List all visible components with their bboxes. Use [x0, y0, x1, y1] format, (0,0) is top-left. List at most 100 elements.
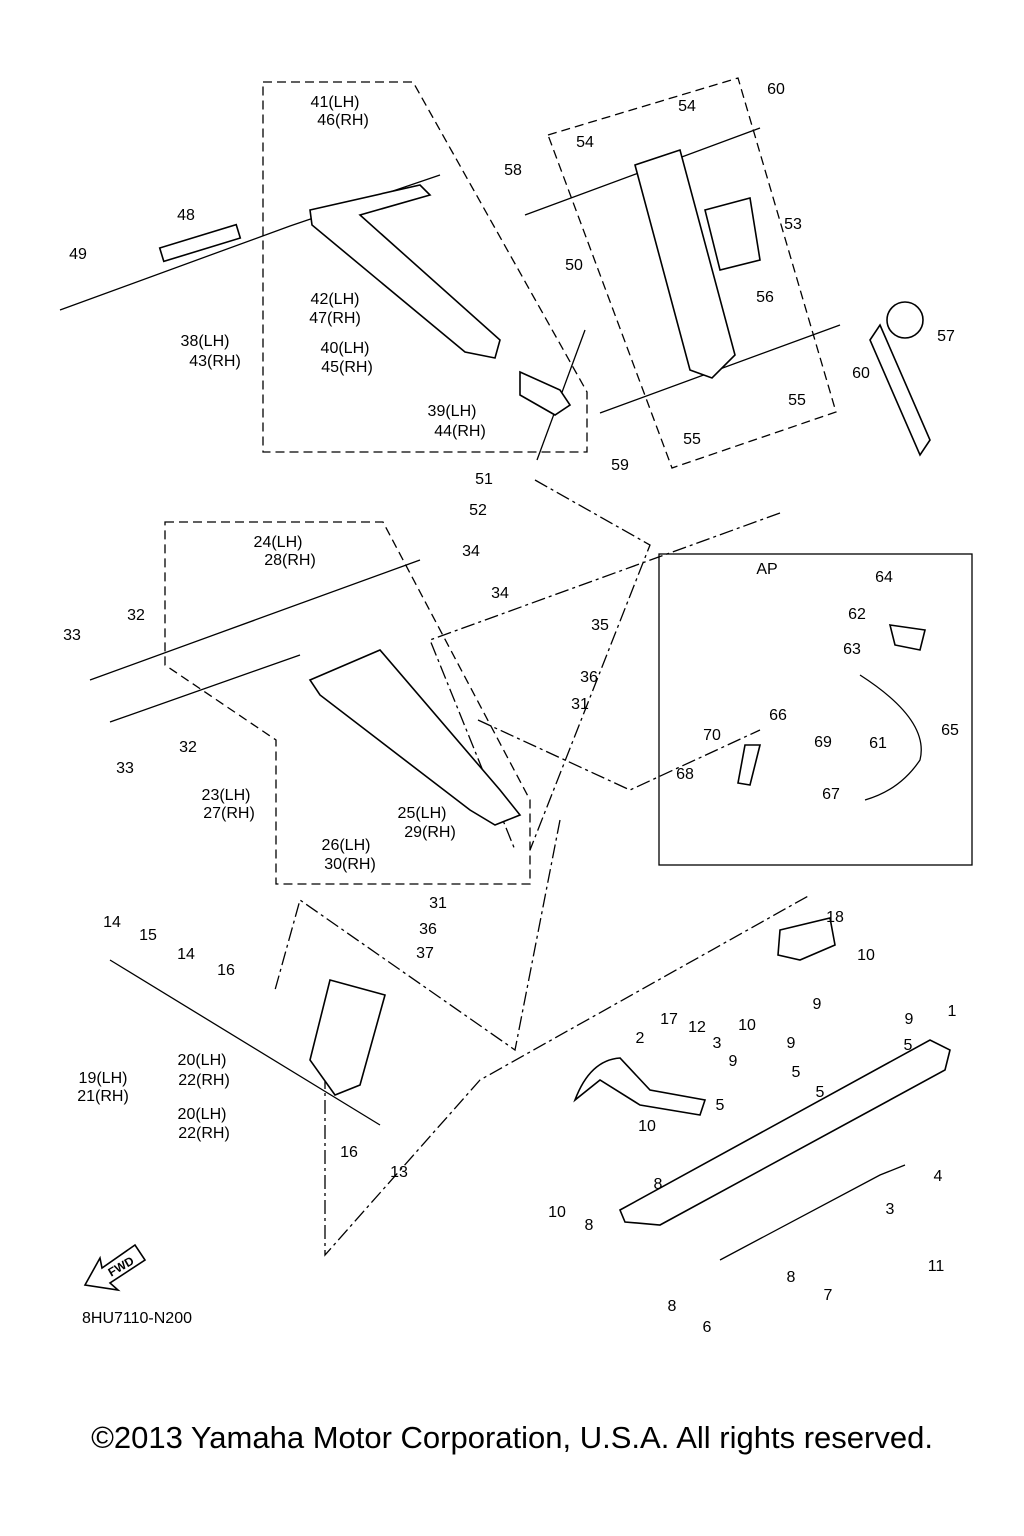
spindle [309, 979, 386, 1096]
shock-absorber [634, 148, 736, 379]
callout-label: 50 [565, 257, 583, 274]
callout-label: 45(RH) [321, 359, 373, 376]
callout-label: 10 [638, 1118, 656, 1135]
callout-label: 55 [788, 392, 806, 409]
callout-label: 60 [852, 365, 870, 382]
ski-stopper-18 [777, 917, 836, 961]
callout-label: 16 [340, 1144, 358, 1161]
callout-label: 5 [904, 1037, 913, 1054]
callout-label: 59 [611, 457, 629, 474]
callout-label: 4 [934, 1168, 943, 1185]
diagram-code: 8HU7110-N200 [82, 1310, 192, 1327]
callout-label: 36 [419, 921, 437, 938]
callout-label: 58 [504, 162, 522, 179]
callout-label: 8 [585, 1217, 594, 1234]
callout-label: 27(RH) [203, 805, 255, 822]
callout-label: 67 [822, 786, 840, 803]
callout-label: 69 [814, 734, 832, 751]
callout-label: 34 [491, 585, 509, 602]
callout-label: 6 [703, 1319, 712, 1336]
lower-a-arm [308, 649, 522, 826]
callout-label: 65 [941, 722, 959, 739]
lower-arm-group-box [164, 521, 531, 885]
callout-label: 1 [948, 1003, 957, 1020]
callout-label: 63 [843, 641, 861, 658]
callout-label: 53 [784, 216, 802, 233]
callout-label: 26(LH) [322, 837, 371, 854]
callout-label: 29(RH) [404, 824, 456, 841]
connector-line [477, 719, 761, 791]
ski-handle [573, 1057, 707, 1116]
callout-label: 30(RH) [324, 856, 376, 873]
callout-label: 8 [668, 1298, 677, 1315]
ball-joint [519, 370, 572, 416]
callout-label: 49 [69, 246, 87, 263]
callout-label: 56 [756, 289, 774, 306]
callout-label: 19(LH) [79, 1070, 128, 1087]
callout-label: 5 [816, 1084, 825, 1101]
callout-label: 31 [429, 895, 447, 912]
callout-label: 37 [416, 945, 434, 962]
fwd-arrow-icon: FWD [83, 1243, 147, 1292]
callout-label: 5 [716, 1097, 725, 1114]
callout-label: 55 [683, 431, 701, 448]
adjuster-57 [869, 323, 931, 457]
callout-label: 14 [177, 946, 195, 963]
callout-label: 7 [824, 1287, 833, 1304]
callout-label: 9 [905, 1011, 914, 1028]
callout-label: 8 [654, 1176, 663, 1193]
callout-label: 28(RH) [264, 552, 316, 569]
callout-label: 40(LH) [321, 340, 370, 357]
ski [618, 1039, 951, 1226]
axle-line [109, 959, 381, 1126]
callout-label: 22(RH) [178, 1125, 230, 1142]
connector-line [274, 819, 561, 1052]
callout-label: 44(RH) [434, 423, 486, 440]
ski-runner [719, 1164, 906, 1261]
shock-group-box [547, 77, 837, 469]
callout-label: 17 [660, 1011, 678, 1028]
tie-rod-61 [859, 674, 922, 801]
callout-label: 22(RH) [178, 1072, 230, 1089]
callout-label: 11 [928, 1258, 945, 1275]
callout-label: 31 [571, 696, 589, 713]
callout-label: 16 [217, 962, 235, 979]
callout-label: 39(LH) [428, 403, 477, 420]
callout-label: 54 [678, 98, 696, 115]
callout-label: 61 [869, 735, 887, 752]
callout-label: 68 [676, 766, 694, 783]
callout-labels: 41(LH)46(RH)484942(LH)47(RH)38(LH)43(RH)… [63, 81, 959, 1336]
ap-box [658, 553, 973, 866]
gauge-57 [886, 301, 924, 339]
axle-line [89, 559, 421, 681]
callout-label: 23(LH) [202, 787, 251, 804]
callout-label: 46(RH) [317, 112, 369, 129]
copyright: ©2013 Yamaha Motor Corporation, U.S.A. A… [91, 1420, 933, 1455]
callout-label: 36 [580, 669, 598, 686]
callout-label: 57 [937, 328, 955, 345]
callout-label: 32 [127, 607, 145, 624]
callout-label: 33 [116, 760, 134, 777]
callout-label: 60 [767, 81, 785, 98]
bolt-48 [158, 223, 242, 263]
callout-label: 38(LH) [181, 333, 230, 350]
callout-label: 34 [462, 543, 480, 560]
callout-label: 10 [738, 1017, 756, 1034]
callout-label: 18 [826, 909, 844, 926]
upper-a-arm [309, 184, 501, 359]
callout-label: 25(LH) [398, 805, 447, 822]
connector-line [529, 479, 651, 851]
callout-label: 5 [792, 1064, 801, 1081]
axle-line [109, 654, 301, 723]
callout-label: 9 [729, 1053, 738, 1070]
connector-line [324, 894, 811, 1257]
callout-label: 35 [591, 617, 609, 634]
callout-label: 62 [848, 606, 866, 623]
callout-label: 24(LH) [254, 534, 303, 551]
callout-label: 9 [813, 996, 822, 1013]
callout-label: 15 [139, 927, 157, 944]
callout-label: 10 [548, 1204, 566, 1221]
callout-label: 51 [475, 471, 493, 488]
